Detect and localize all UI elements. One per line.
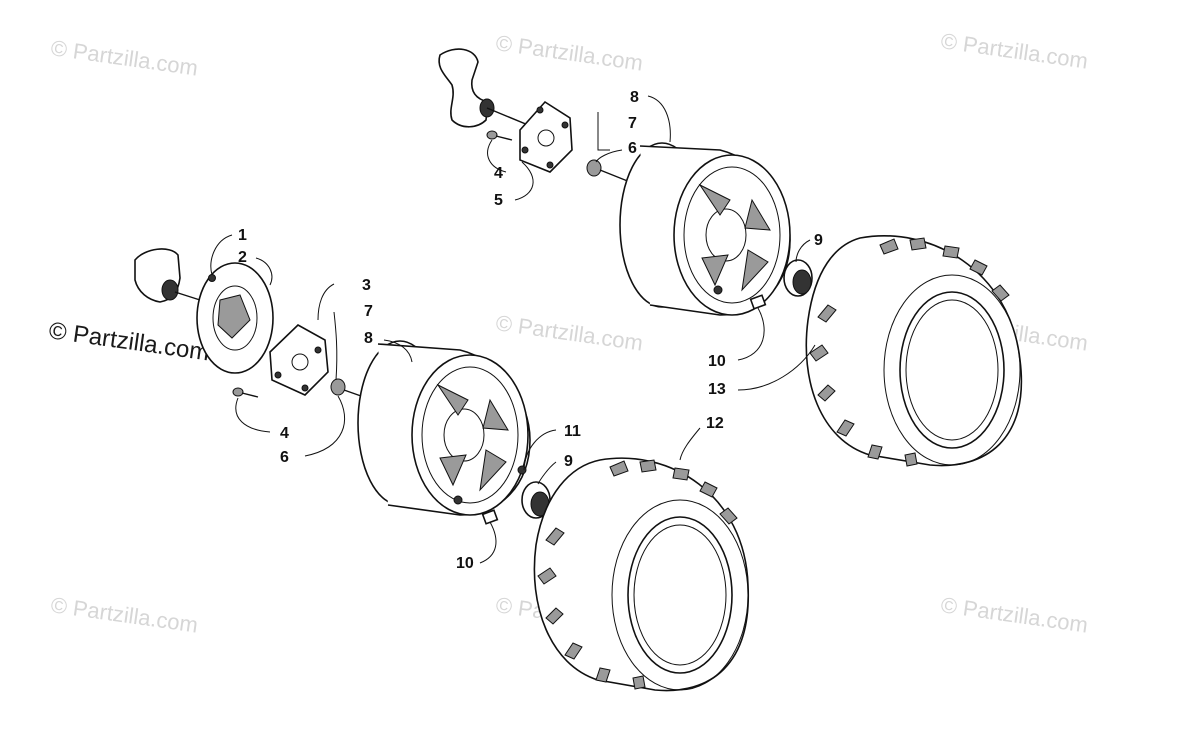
watermark-main: © Partzilla.com [47, 317, 211, 366]
callout-4-upper: 4 [494, 165, 503, 182]
callout-7-lower: 7 [364, 303, 373, 320]
upper-assembly [438, 48, 1023, 467]
lower-knuckle [134, 248, 201, 303]
watermark-top-right: © Partzilla.com [939, 28, 1089, 73]
callout-3: 3 [362, 277, 371, 294]
callout-labels: 1 2 3 7 8 4 6 11 9 10 12 8 7 6 4 5 9 10 … [238, 89, 823, 572]
callout-9-upper: 9 [814, 232, 823, 249]
upper-valve [749, 294, 767, 310]
lower-hub [269, 324, 329, 396]
lower-valve [481, 509, 499, 525]
callout-5: 5 [494, 192, 503, 209]
callout-6-lower: 6 [280, 449, 289, 466]
lower-assembly [134, 248, 749, 692]
callout-8-lower: 8 [364, 330, 373, 347]
callout-8-upper: 8 [630, 89, 639, 106]
lower-bolt [232, 387, 259, 398]
upper-hub [519, 100, 573, 173]
upper-rim [619, 142, 791, 316]
lower-tire [533, 457, 749, 692]
callout-10-upper: 10 [708, 353, 726, 370]
watermark-top-center: © Partzilla.com [494, 30, 644, 75]
leader-lines [210, 95, 816, 564]
watermark-bottom-left: © Partzilla.com [49, 592, 199, 637]
callout-6-upper: 6 [628, 140, 637, 157]
callout-2: 2 [238, 249, 247, 266]
callout-7-upper: 7 [628, 115, 637, 132]
callout-10-lower: 10 [456, 555, 474, 572]
upper-nut [586, 159, 631, 183]
callout-11: 11 [564, 423, 581, 440]
callout-12: 12 [706, 415, 724, 432]
callout-13: 13 [708, 381, 726, 398]
callout-4-lower: 4 [280, 425, 289, 442]
callout-1: 1 [238, 227, 247, 244]
upper-hub-cap [783, 259, 813, 297]
upper-bolt [486, 130, 513, 141]
lower-rim [357, 340, 531, 516]
brake-disc [196, 262, 274, 374]
upper-knuckle [438, 48, 546, 133]
upper-tire [805, 235, 1023, 467]
callout-9-lower: 9 [564, 453, 573, 470]
watermark-top-left: © Partzilla.com [49, 35, 199, 80]
watermark-bottom-right: © Partzilla.com [939, 592, 1089, 637]
watermark-mid-center: © Partzilla.com [494, 310, 644, 355]
disc-screw [208, 274, 216, 282]
